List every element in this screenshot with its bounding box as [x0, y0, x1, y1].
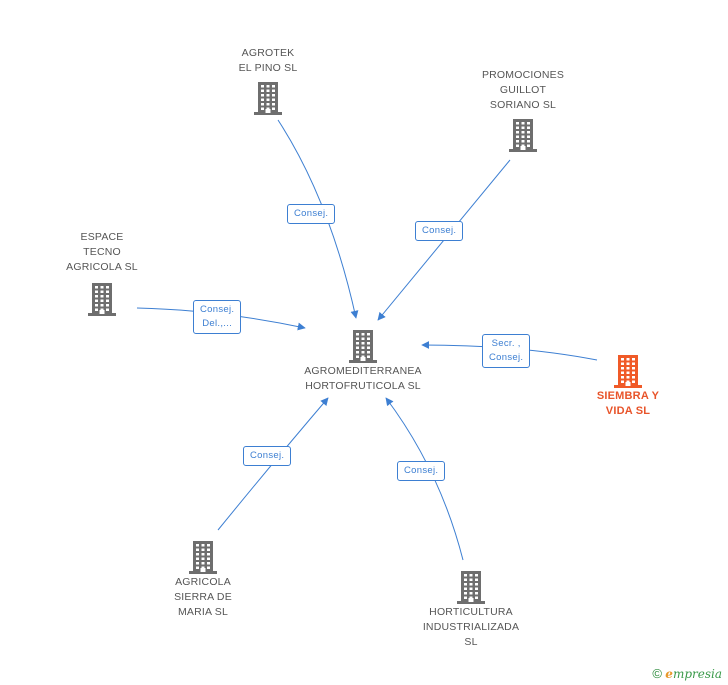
node-siembra-y-vida[interactable]: SIEMBRA Y VIDA SL — [578, 353, 678, 419]
brand-initial: e — [665, 667, 673, 681]
node-label: AGROMEDITERRANEA HORTOFRUTICOLA SL — [304, 365, 422, 392]
node-promociones-guillot[interactable]: PROMOCIONES GUILLOT SORIANO SL — [465, 68, 581, 153]
brand-name: mpresia — [672, 667, 722, 681]
edge-label-promociones[interactable]: Consej. — [415, 221, 464, 241]
node-label: AGRICOLA SIERRA DE MARIA SL — [174, 576, 232, 618]
edge-label-agrotek[interactable]: Consej. — [287, 204, 336, 224]
node-agrotek[interactable]: AGROTEK EL PINO SL — [210, 46, 326, 116]
node-agricola-sierra[interactable]: AGRICOLA SIERRA DE MARIA SL — [148, 539, 258, 620]
copyright-icon: © — [652, 666, 662, 681]
node-label: AGROTEK EL PINO SL — [238, 47, 298, 74]
building-icon — [509, 119, 537, 152]
brand-logo[interactable]: empresia — [665, 667, 722, 681]
edge-line-promociones — [377, 159, 511, 321]
node-label: ESPACE TECNO AGRICOLA SL — [66, 231, 138, 273]
building-icon — [614, 355, 642, 388]
node-label: HORTICULTURA INDUSTRIALIZADA SL — [422, 606, 520, 648]
node-espace-tecno[interactable]: ESPACE TECNO AGRICOLA SL — [44, 230, 160, 317]
edge-label-horticultura[interactable]: Consej. — [397, 461, 446, 481]
building-icon — [88, 283, 116, 316]
building-icon — [254, 82, 282, 115]
brand-footer: © empresia — [652, 666, 722, 681]
building-icon — [349, 330, 377, 363]
node-horticultura-industrializada[interactable]: HORTICULTURA INDUSTRIALIZADA SL — [406, 569, 536, 650]
edge-label-agricola[interactable]: Consej. — [243, 446, 292, 466]
node-agromediterranea[interactable]: AGROMEDITERRANEA HORTOFRUTICOLA SL — [293, 328, 433, 394]
edge-label-siembra[interactable]: Secr. , Consej. — [482, 334, 531, 368]
edge-label-espace[interactable]: Consej. Del.,... — [193, 300, 242, 334]
node-label: SIEMBRA Y VIDA SL — [596, 390, 660, 417]
node-label: PROMOCIONES GUILLOT SORIANO SL — [481, 69, 565, 111]
building-icon — [457, 571, 485, 604]
building-icon — [189, 541, 217, 574]
